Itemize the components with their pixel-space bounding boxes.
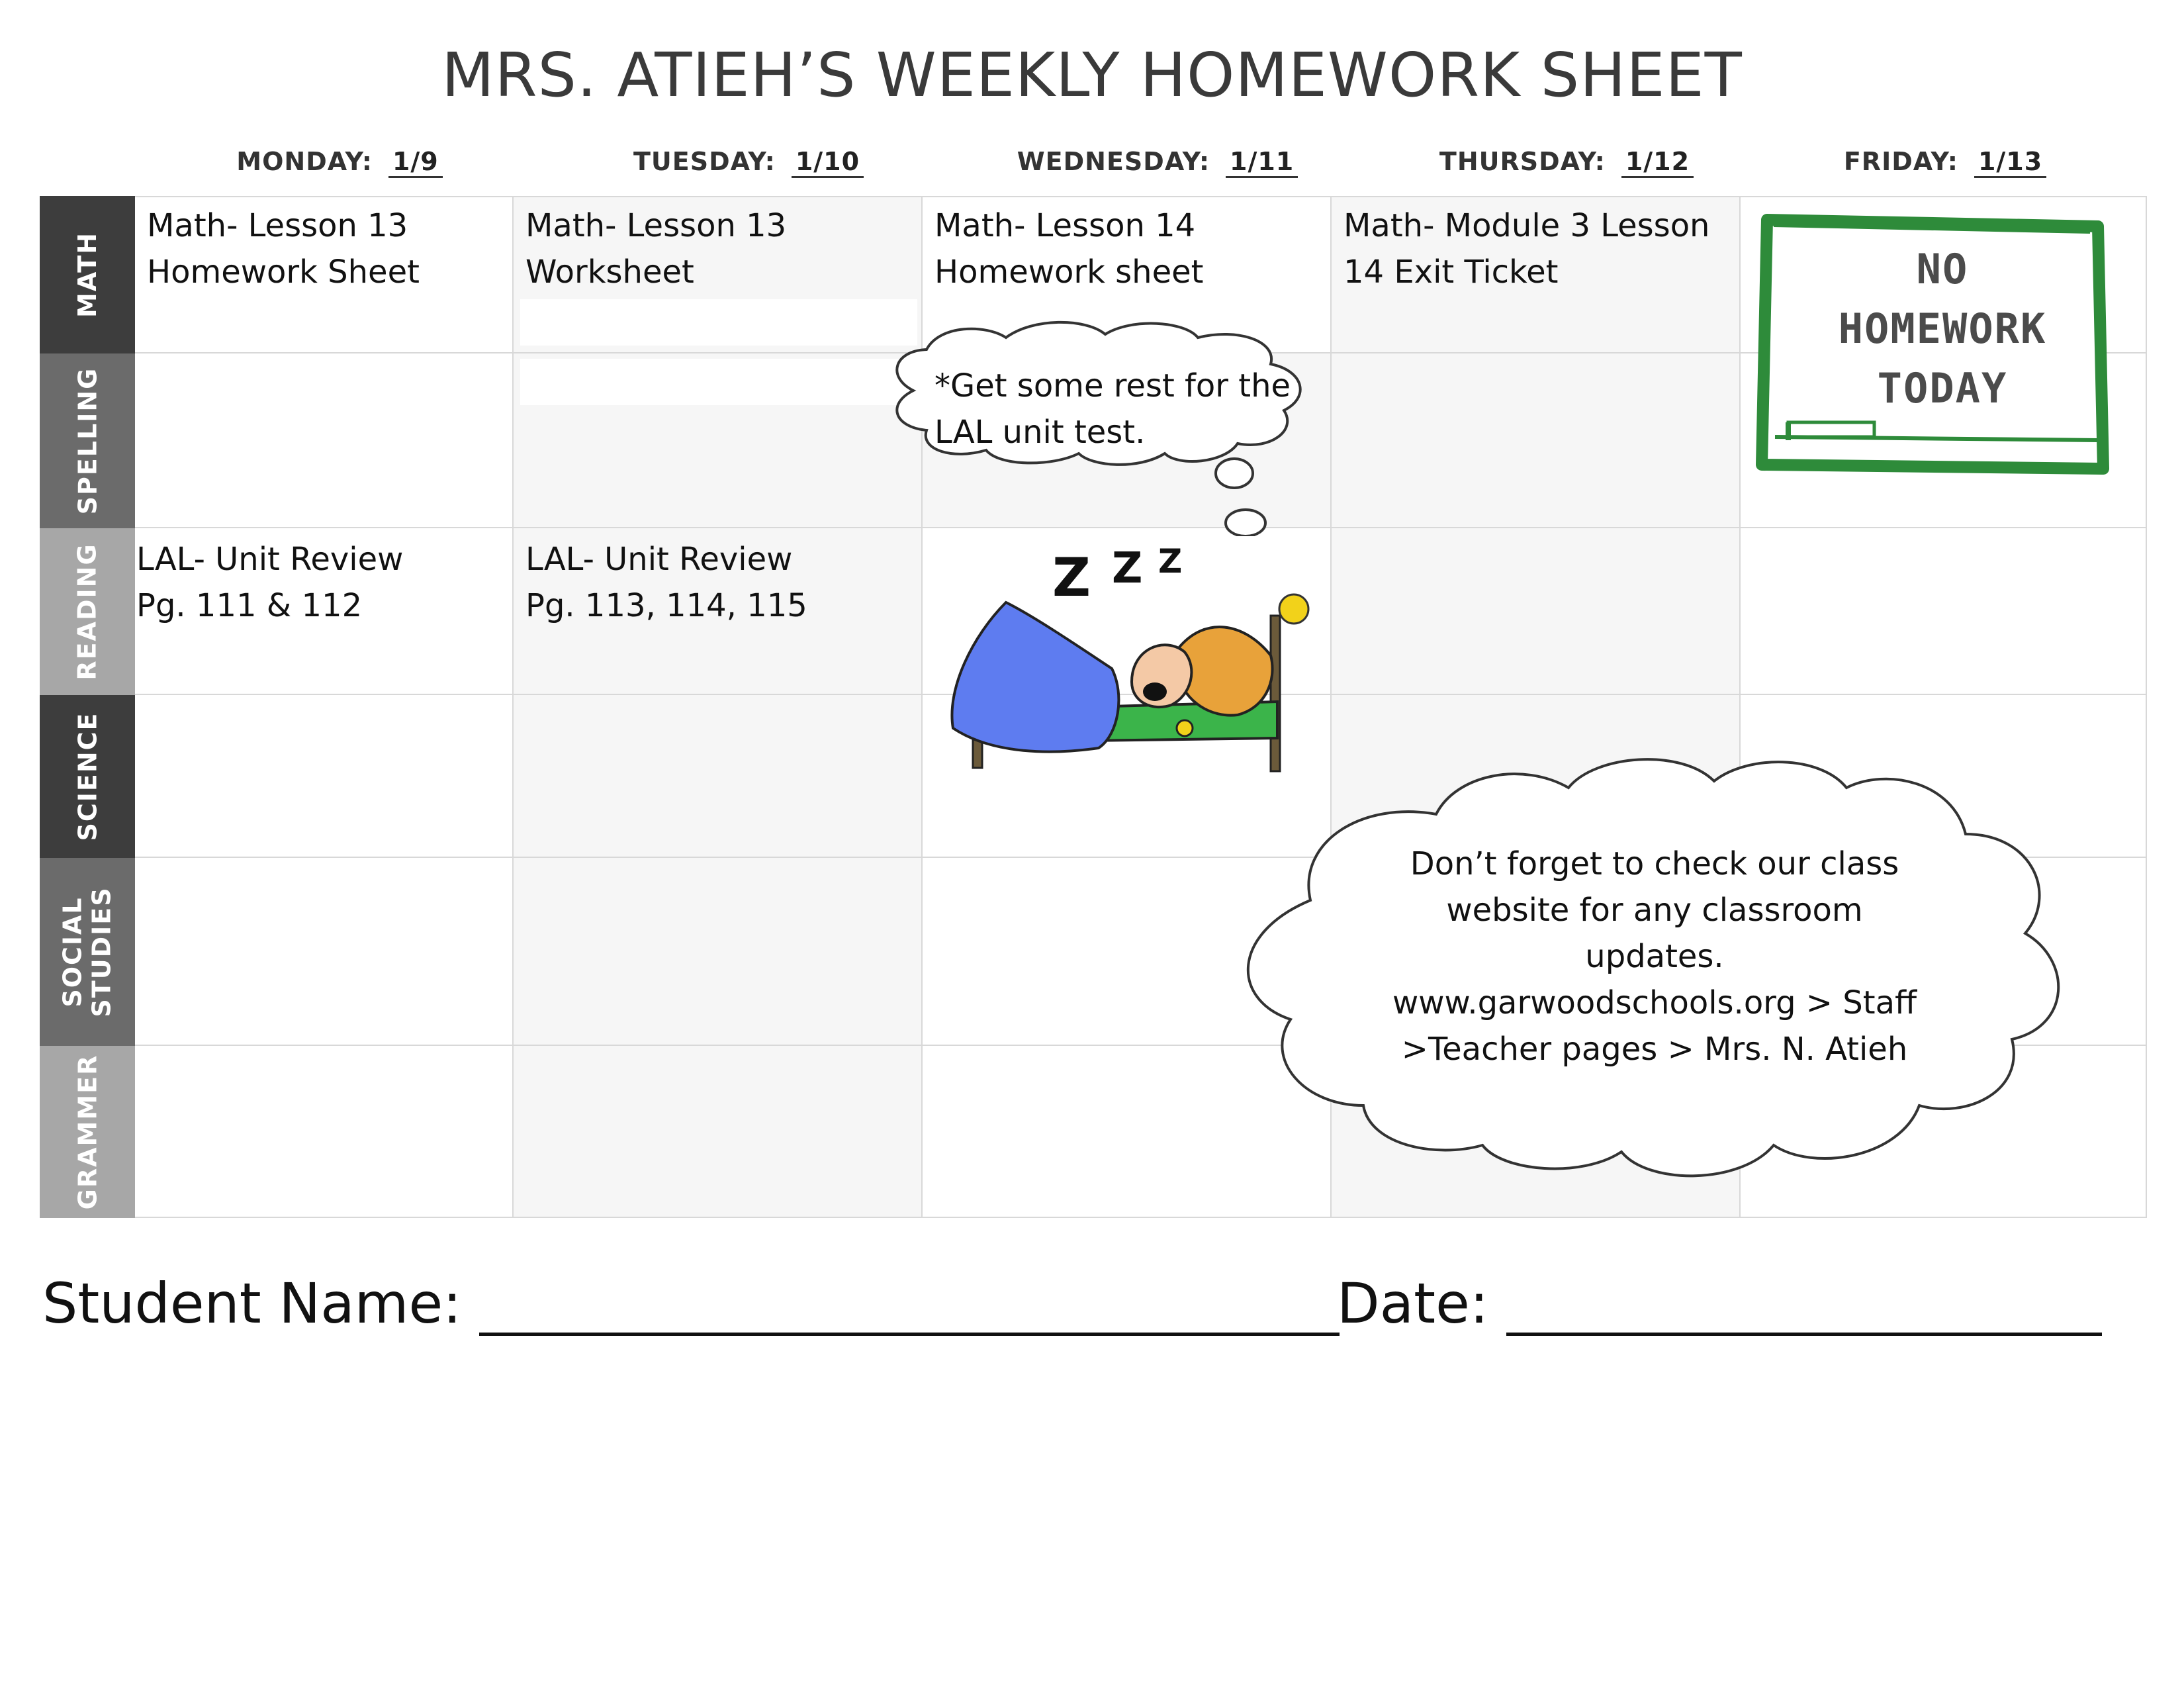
cell-reading-wednesday xyxy=(923,528,1332,695)
cell-reading-monday xyxy=(135,528,514,695)
subject-science: SCIENCE xyxy=(40,695,135,858)
note-line-4: www.garwoodschools.org > Staff xyxy=(1392,984,1917,1021)
math-tuesday-text: Math- Lesson 13 Worksheet xyxy=(525,207,787,291)
math-thursday-text: Math- Module 3 Lesson 14 Exit Ticket xyxy=(1343,207,1710,291)
day-label: MONDAY: xyxy=(236,147,373,176)
grid-top-line xyxy=(135,196,2147,197)
cell-spelling-monday xyxy=(135,353,514,528)
student-name-field: Student Name: xyxy=(42,1271,1340,1336)
math-monday-text: Math- Lesson 13 Homework Sheet xyxy=(147,207,420,291)
no-homework-line-2: HOMEWORK xyxy=(1838,305,2047,353)
day-header-tuesday: TUESDAY: 1/10 xyxy=(544,147,953,187)
no-homework-line-3: TODAY xyxy=(1877,364,2008,412)
day-date: 1/11 xyxy=(1226,147,1298,178)
cell-science-tuesday xyxy=(514,695,923,858)
cell-spelling-friday xyxy=(1741,353,2147,528)
cell-science-monday xyxy=(135,695,514,858)
svg-text:Z: Z xyxy=(1158,542,1182,581)
website-note: Don’t forget to check our class website … xyxy=(1284,841,2025,1072)
day-label: FRIDAY: xyxy=(1843,147,1958,176)
no-homework-line-1: NO xyxy=(1916,245,1969,293)
note-line-3: updates. xyxy=(1585,938,1724,975)
day-label: TUESDAY: xyxy=(633,147,776,176)
subject-reading: READING xyxy=(40,528,135,695)
day-date: 1/13 xyxy=(1974,147,2047,178)
math-wednesday-text: Math- Lesson 14 Homework sheet xyxy=(934,207,1204,291)
page-title: MRS. ATIEH’S WEEKLY HOMEWORK SHEET xyxy=(441,40,1743,111)
day-date: 1/10 xyxy=(791,147,864,178)
subject-social-studies: SOCIAL STUDIES xyxy=(40,858,135,1046)
cell-grammer-tuesday xyxy=(514,1046,923,1218)
note-line-5: >Teacher pages > Mrs. N. Atieh xyxy=(1401,1031,1908,1068)
day-header-thursday: THURSDAY: 1/12 xyxy=(1362,147,1771,187)
blank-strip xyxy=(520,299,917,346)
svg-text:Z: Z xyxy=(1112,544,1142,593)
note-line-1: Don’t forget to check our class xyxy=(1410,845,1899,882)
student-name-label: Student Name: xyxy=(42,1271,462,1336)
cell-social-monday xyxy=(135,858,514,1046)
cell-grammer-friday xyxy=(1741,1046,2147,1218)
cell-grammer-monday xyxy=(135,1046,514,1218)
date-field: Date: xyxy=(1337,1271,2102,1336)
note-line-2: website for any classroom xyxy=(1446,892,1863,929)
thought-bubble-text: *Get some rest for the LAL unit test. xyxy=(934,367,1291,451)
thought-bubble-cloud xyxy=(895,320,1302,536)
reading-tuesday-text: LAL- Unit Review Pg. 113, 114, 115 xyxy=(525,541,807,624)
day-header-wednesday: WEDNESDAY: 1/11 xyxy=(953,147,1362,187)
day-label: WEDNESDAY: xyxy=(1017,147,1210,176)
day-header-friday: FRIDAY: 1/13 xyxy=(1741,147,2150,187)
cell-reading-friday xyxy=(1741,528,2147,695)
svg-text:Z: Z xyxy=(1052,547,1091,608)
student-name-blank[interactable] xyxy=(479,1273,1340,1336)
cell-math-thursday xyxy=(1332,197,1741,353)
cell-science-wednesday xyxy=(923,695,1332,858)
cell-social-tuesday xyxy=(514,858,923,1046)
sleeping-boy-icon: Z Z Z xyxy=(950,542,1310,773)
date-blank[interactable] xyxy=(1506,1273,2102,1336)
day-label: THURSDAY: xyxy=(1439,147,1606,176)
day-date: 1/9 xyxy=(388,147,443,178)
day-header-monday: MONDAY: 1/9 xyxy=(135,147,544,187)
blank-strip xyxy=(520,359,917,405)
website-note-cloud xyxy=(1246,758,2060,1178)
date-label: Date: xyxy=(1337,1271,1489,1336)
reading-monday-text: LAL- Unit Review Pg. 111 & 112 xyxy=(136,541,404,624)
subject-math: MATH xyxy=(40,196,135,353)
subject-spelling: SPELLING xyxy=(40,353,135,528)
no-homework-sign xyxy=(1756,214,2109,475)
cell-grammer-wednesday xyxy=(923,1046,1332,1218)
cell-math-monday xyxy=(135,197,514,353)
day-date: 1/12 xyxy=(1621,147,1694,178)
cell-spelling-thursday xyxy=(1332,353,1741,528)
subject-grammer: GRAMMER xyxy=(40,1046,135,1218)
cell-reading-thursday xyxy=(1332,528,1741,695)
cell-reading-tuesday xyxy=(514,528,923,695)
